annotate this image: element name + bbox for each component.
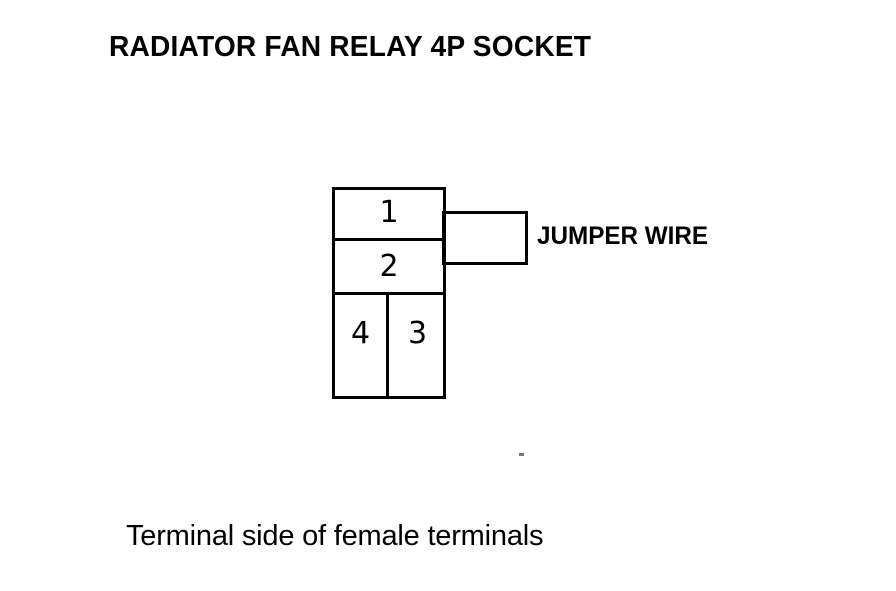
terminal-label-2: 2: [379, 249, 399, 284]
jumper-wire-label: JUMPER WIRE: [537, 222, 709, 250]
terminal-label-1: 1: [379, 195, 399, 230]
terminal-divider-4-3: [386, 292, 389, 399]
terminal-label-3: 3: [407, 316, 428, 351]
jumper-wire-shape: [442, 211, 528, 265]
scan-artifact-speck: [519, 453, 524, 456]
socket-right-wall: [443, 187, 446, 399]
terminal-divider-1-2: [332, 238, 446, 241]
diagram-caption: Terminal side of female terminals: [126, 520, 544, 552]
relay-socket-connector: 1 2 4 3: [332, 187, 446, 399]
terminal-label-4: 4: [350, 316, 371, 351]
terminal-divider-2-bottom: [332, 292, 446, 295]
page-title: RADIATOR FAN RELAY 4P SOCKET: [109, 31, 592, 63]
